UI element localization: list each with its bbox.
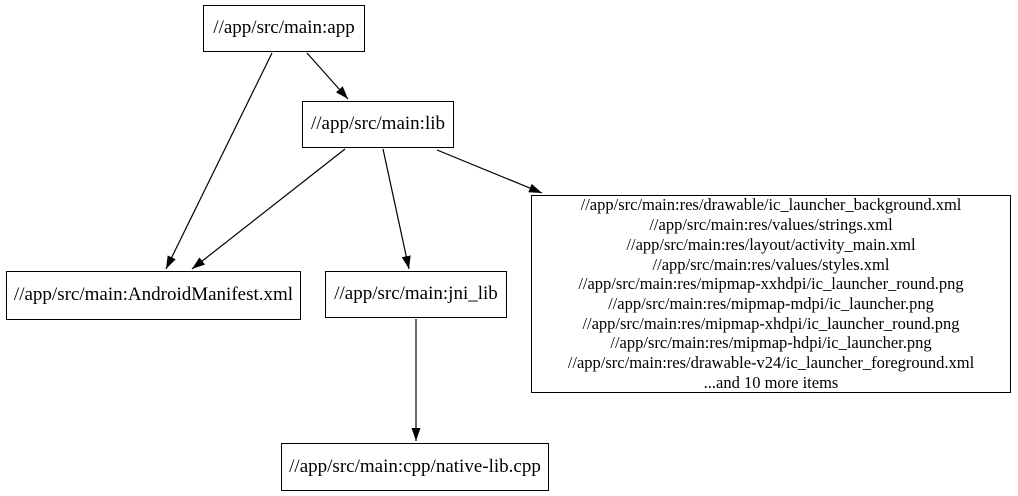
node-lib: //app/src/main:lib [302,101,454,148]
node-native-lib-cpp: //app/src/main:cpp/native-lib.cpp [281,443,549,491]
node-jni-lib-label: //app/src/main:jni_lib [334,283,498,305]
edge-lib-to-res-group [436,149,543,194]
edge-app-to-lib [306,52,349,100]
res-group-line: //app/src/main:res/values/strings.xml [649,215,893,235]
edge-app-to-android-manifest [165,52,273,270]
res-group-line: //app/src/main:res/mipmap-xhdpi/ic_launc… [582,313,960,333]
res-group-line: //app/src/main:res/drawable-v24/ic_launc… [567,353,975,373]
res-group-line: //app/src/main:res/values/styles.xml [652,254,890,274]
node-android-manifest-label: //app/src/main:AndroidManifest.xml [13,284,294,306]
node-jni-lib: //app/src/main:jni_lib [325,271,507,318]
node-res-group: //app/src/main:res/drawable/ic_launcher_… [531,195,1011,393]
edge-lib-to-jni-lib [382,148,411,270]
node-app: //app/src/main:app [203,5,365,52]
res-group-line: //app/src/main:res/mipmap-mdpi/ic_launch… [608,294,934,313]
node-app-label: //app/src/main:app [213,17,355,39]
res-group-line: //app/src/main:res/mipmap-hdpi/ic_launch… [610,333,932,353]
node-lib-label: //app/src/main:lib [310,113,446,135]
res-group-line: //app/src/main:res/drawable/ic_launcher_… [580,195,962,215]
res-group-line: //app/src/main:res/layout/activity_main.… [626,234,916,254]
node-native-lib-cpp-label: //app/src/main:cpp/native-lib.cpp [289,455,541,477]
edge-lib-to-android-manifest [191,148,346,270]
res-group-more-items: ...and 10 more items [703,372,839,392]
res-group-line: //app/src/main:res/mipmap-xxhdpi/ic_laun… [578,274,964,294]
node-android-manifest: //app/src/main:AndroidManifest.xml [6,271,301,320]
